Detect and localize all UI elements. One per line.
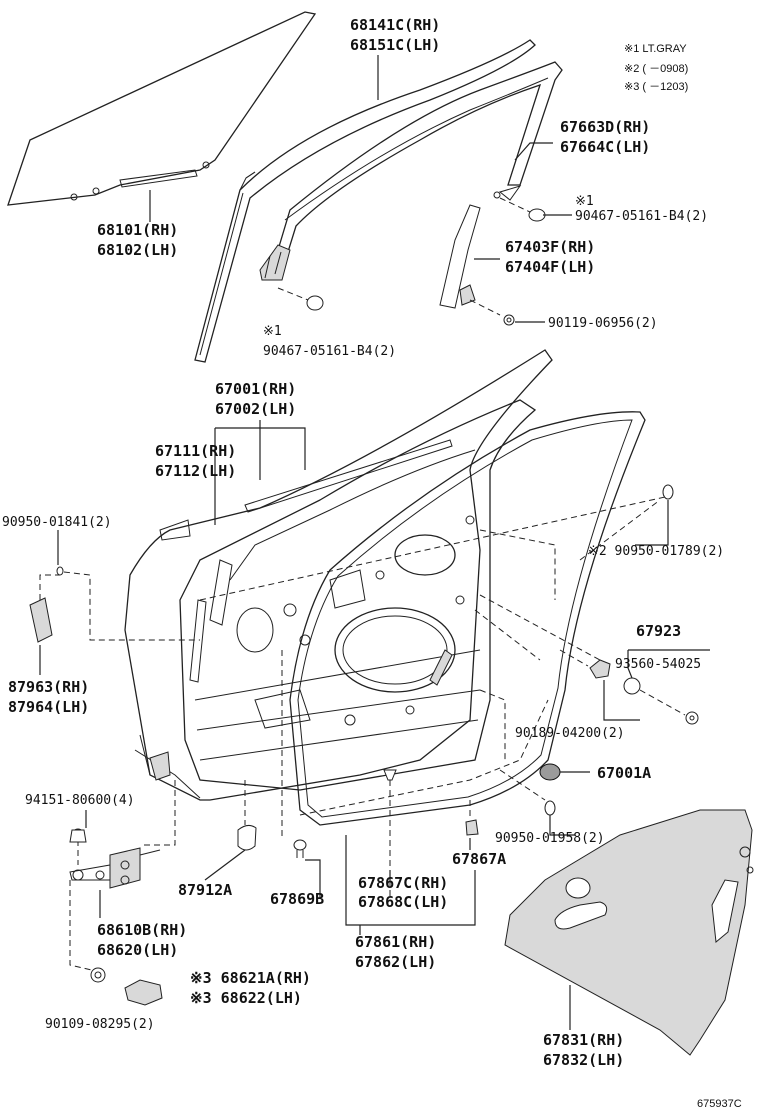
label-67111: 67111(RH) — [155, 442, 236, 460]
label-90950-01789: ※2 90950-01789(2) — [588, 544, 724, 559]
label-68151c: 68151C(LH) — [350, 36, 440, 54]
hinge-nut — [69, 829, 87, 843]
label-90467-upper: 90467-05161-B4(2) — [575, 209, 708, 224]
hinge-bolt — [90, 967, 106, 983]
label-67868c: 67868C(LH) — [358, 893, 448, 911]
label-68101: 68101(RH) — [97, 221, 178, 239]
leader-lines — [39, 55, 710, 1030]
label-67923: 67923 — [636, 622, 681, 640]
label-93560: 93560-54025 — [615, 657, 701, 672]
clip-67867c — [383, 769, 397, 781]
belt-weatherstrip — [159, 439, 453, 541]
channel-screw — [469, 299, 515, 326]
label-67404f: 67404F(LH) — [505, 258, 595, 276]
glass-run-channel — [259, 61, 563, 309]
label-67831: 67831(RH) — [543, 1031, 624, 1049]
legend-note-3: ※3 ( －1203) — [624, 81, 688, 93]
label-68102: 68102(LH) — [97, 241, 178, 259]
cushion-67001a — [539, 763, 561, 781]
label-68141c: 68141C(RH) — [350, 16, 440, 34]
diagram-code: 675937C — [697, 1098, 742, 1110]
door-inner-frame — [179, 399, 537, 791]
label-94151: 94151-80600(4) — [25, 793, 135, 808]
label-90189: 90189-04200(2) — [515, 726, 625, 741]
clip-67867a — [465, 819, 479, 836]
door-outer-panel — [124, 349, 553, 801]
cover-87912a — [237, 824, 257, 851]
legend-note-2: ※2 ( －0908) — [624, 63, 688, 75]
label-90950-01841: 90950-01841(2) — [2, 515, 112, 530]
legend-note-1: ※1 LT.GRAY — [624, 43, 687, 55]
label-67862: 67862(LH) — [355, 953, 436, 971]
label-68622: ※3 68622(LH) — [190, 989, 302, 1007]
label-90109: 90109-08295(2) — [45, 1017, 155, 1032]
door-weatherstrip — [289, 411, 646, 826]
door-glass — [7, 11, 317, 206]
hole-plug-left — [56, 566, 200, 641]
bumper-67923 — [559, 649, 699, 725]
label-68610b: 68610B(RH) — [97, 921, 187, 939]
label-67832: 67832(LH) — [543, 1051, 624, 1069]
label-67663d: 67663D(RH) — [560, 118, 650, 136]
label-90119: 90119-06956(2) — [548, 316, 658, 331]
hinge-cover — [124, 979, 163, 1006]
label-67112: 67112(LH) — [155, 462, 236, 480]
frame-weatherstrip — [194, 39, 536, 363]
label-87963: 87963(RH) — [8, 678, 89, 696]
label-67664c: 67664C(LH) — [560, 138, 650, 156]
label-87912a: 87912A — [178, 881, 232, 899]
label-68620: 68620(LH) — [97, 941, 178, 959]
label-67867a: 67867A — [452, 850, 506, 868]
channel-clip-lower — [277, 287, 324, 311]
label-67001: 67001(RH) — [215, 380, 296, 398]
door-trim-panel — [504, 809, 754, 1056]
label-68621a: ※3 68621A(RH) — [190, 969, 311, 987]
label-90950-01958: 90950-01958(2) — [495, 831, 605, 846]
label-87964: 87964(LH) — [8, 698, 89, 716]
legend: ※1 LT.GRAY ※2 ( －0908) ※3 ( －1203) — [624, 43, 688, 93]
label-mark1-upper: ※1 — [575, 194, 594, 209]
label-67861: 67861(RH) — [355, 933, 436, 951]
part-labels: 68141C(RH) 68151C(LH) 67663D(RH) 67664C(… — [2, 16, 724, 1069]
label-67403f: 67403F(RH) — [505, 238, 595, 256]
label-90467-lower: 90467-05161-B4(2) — [263, 344, 396, 359]
channel-clip-upper — [499, 197, 546, 222]
label-67001a: 67001A — [597, 764, 651, 782]
cover-87963 — [29, 574, 60, 643]
clip-67869b — [293, 839, 307, 858]
hole-plug-right — [499, 484, 674, 816]
label-67869b: 67869B — [270, 890, 324, 908]
label-67867c: 67867C(RH) — [358, 874, 448, 892]
label-mark1-lower: ※1 — [263, 324, 282, 339]
label-67002: 67002(LH) — [215, 400, 296, 418]
dashed-guides — [69, 496, 666, 973]
